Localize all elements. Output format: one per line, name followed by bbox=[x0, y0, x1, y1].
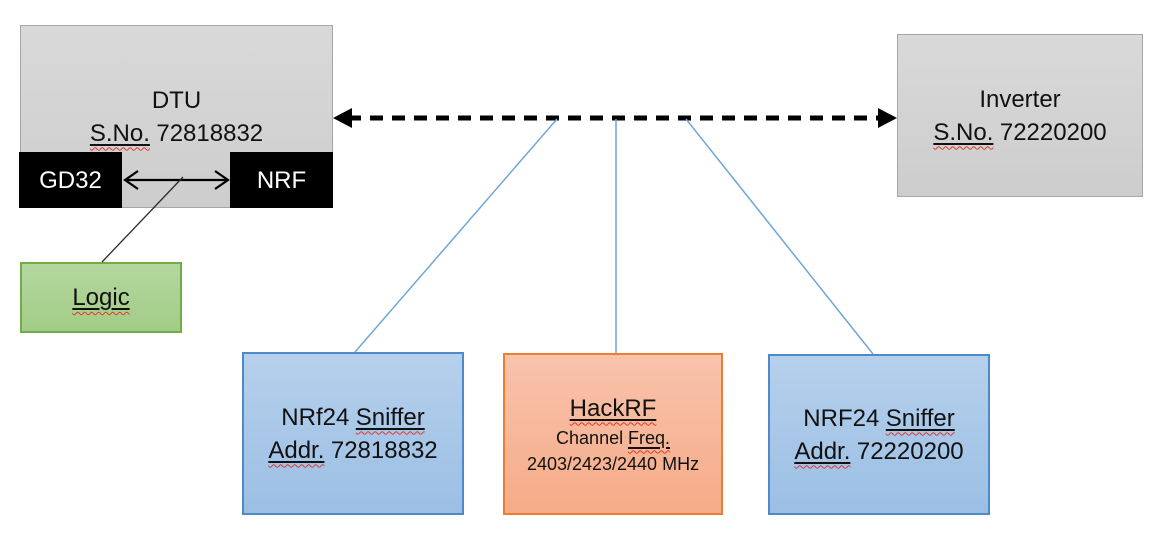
dtu-title: DTU bbox=[151, 86, 202, 114]
sniffer-left-addr-label: Addr. bbox=[268, 436, 325, 464]
logic-label: Logic bbox=[72, 284, 130, 311]
sniffer-left-name-prefix: NRf24 bbox=[281, 403, 350, 431]
sniffer-right-addr-value: 72220200 bbox=[856, 437, 964, 465]
sniffer-right-name-word: Sniffer bbox=[885, 404, 955, 432]
hackrf-title-squiggle: HackRF bbox=[570, 395, 657, 422]
hackrf-frequencies: 2403/2423/2440 MHz bbox=[526, 453, 700, 474]
logic-box: Logic bbox=[20, 262, 182, 333]
inverter-serial-label-squiggle: S.No. bbox=[933, 119, 993, 146]
sniffer-right-name-squiggle: Sniffer bbox=[886, 405, 955, 432]
logic-label-line: Logic bbox=[72, 281, 129, 314]
hackrf-title-line: HackRF bbox=[570, 392, 657, 425]
inverter-title: Inverter bbox=[979, 85, 1061, 113]
sniffer-right-addr-label-squiggle: Addr. bbox=[794, 438, 850, 465]
dtu-serial-label: S.No. bbox=[89, 119, 150, 147]
dtu-serial-value: 72818832 bbox=[156, 119, 264, 147]
inverter-serial-line: S.No.72220200 bbox=[933, 116, 1106, 149]
logic-label-squiggle: Logic bbox=[72, 284, 129, 311]
sniff-line-right bbox=[685, 118, 874, 355]
nrf-label: NRF bbox=[256, 166, 307, 194]
inverter-box: Inverter S.No.72220200 bbox=[897, 34, 1143, 197]
sniff-line-left bbox=[354, 118, 558, 353]
hackrf-title: HackRF bbox=[569, 394, 657, 422]
sniffer-right-name-prefix: NRF24 bbox=[803, 404, 880, 432]
hackrf-freq-prefix: Channel bbox=[556, 427, 624, 448]
gd32-chip: GD32 bbox=[19, 152, 122, 208]
sniffer-left-addr-value: 72818832 bbox=[330, 436, 438, 464]
inverter-serial-label: S.No. bbox=[933, 118, 994, 146]
sniffer-left-addr-label-squiggle: Addr. bbox=[268, 437, 324, 464]
hackrf-freq-label: Freq. bbox=[627, 427, 670, 448]
sniffer-left-name-squiggle: Sniffer bbox=[356, 404, 425, 431]
gd32-label: GD32 bbox=[39, 166, 102, 194]
dtu-serial-label-squiggle: S.No. bbox=[90, 120, 150, 147]
nrf-chip: NRF bbox=[230, 152, 333, 208]
hackrf-freq-label-squiggle: Freq. bbox=[628, 428, 670, 448]
inverter-serial-value: 72220200 bbox=[999, 118, 1107, 146]
sniffer-left-name-word: Sniffer bbox=[355, 403, 425, 431]
dtu-serial-line: S.No.72818832 bbox=[90, 117, 263, 150]
sniffer-left-addr-line: Addr.72818832 bbox=[268, 434, 437, 467]
sniffer-right-addr-label: Addr. bbox=[794, 437, 851, 465]
sniffer-right-addr-line: Addr.72220200 bbox=[794, 435, 963, 468]
dtu-inverter-dashed-arrow bbox=[333, 108, 897, 128]
